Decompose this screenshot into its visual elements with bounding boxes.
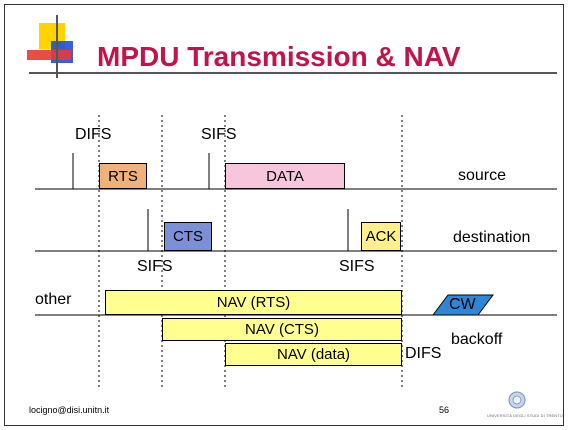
cw-frame [432,294,494,316]
other-label: other [35,291,72,308]
nav-rts-bar: NAV (RTS) [105,290,402,315]
page-number: 56 [439,405,450,415]
ack-frame: ACK [361,222,401,251]
sifs-left-label: SIFS [137,258,173,275]
title-logo-icon [27,15,557,78]
nav-cts-bar: NAV (CTS) [162,318,402,341]
timing-diagram [35,115,557,390]
footer-email: locigno@disi.unitn.it [29,405,110,415]
difs-bottom-label: DIFS [405,345,442,362]
rts-frame: RTS [99,163,147,189]
backoff-label: backoff [451,331,503,348]
data-frame: DATA [225,163,345,189]
slide: MPDU Transmission & NAV DIFS SIFS source… [4,4,564,426]
source-label: source [458,167,507,184]
difs-top-label: DIFS [75,126,112,143]
nav-data-bar: NAV (data) [225,343,402,366]
cts-frame: CTS [164,222,212,251]
university-name: UNIVERSITÀ DEGLI STUDI DI TRENTO [487,413,563,418]
page-title: MPDU Transmission & NAV [97,41,461,72]
sifs-top-label: SIFS [201,126,237,143]
cw-label: CW [449,296,476,313]
university-seal-icon [508,391,526,409]
destination-label: destination [453,229,531,246]
sifs-right-label: SIFS [339,258,375,275]
